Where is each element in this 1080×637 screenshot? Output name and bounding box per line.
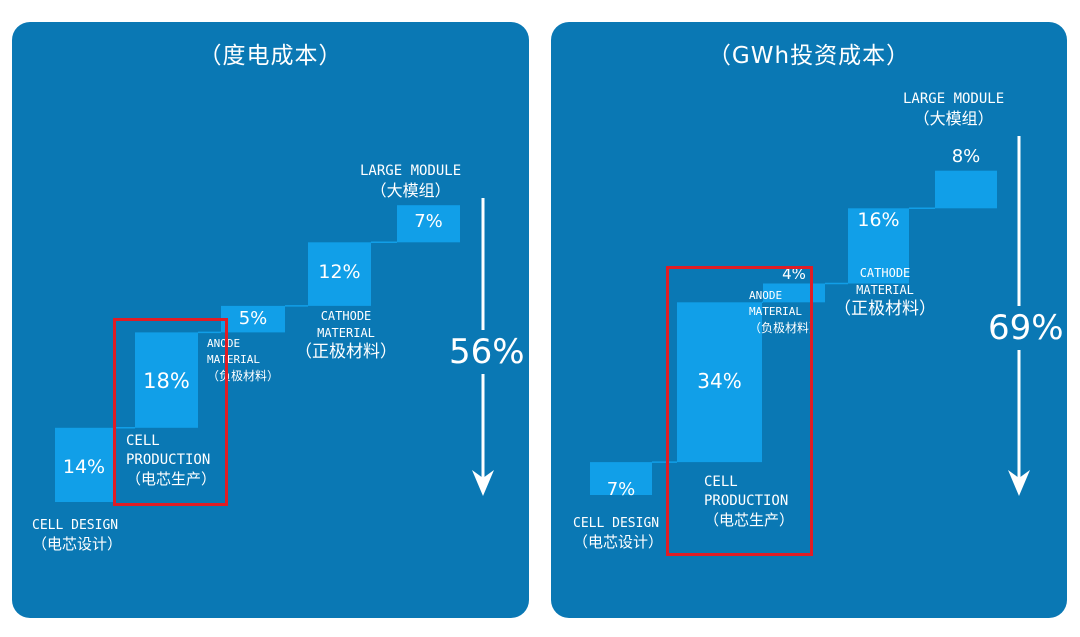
total-percent-label: 56% (445, 330, 529, 374)
data-label: 5% (239, 308, 268, 329)
data-label: 18% (143, 369, 190, 393)
label-line: MATERIAL (207, 353, 260, 366)
data-label: 16% (857, 209, 899, 231)
chart-panel-gwh-investment-cost: （GWh投资成本） 7% 34% 4% 16% 8% CELL DESIGN （电芯设计… (551, 22, 1067, 618)
label-line: CELL DESIGN (573, 516, 660, 531)
arrow-down-icon (1008, 470, 1030, 496)
bar-0 (55, 427, 113, 502)
label-cell-production: CELL PRODUCTION （电芯生产） (126, 432, 216, 489)
label-line: （大模组） (913, 109, 994, 128)
waterfall-chart: 14% 18% 5% 12% 7% (55, 198, 494, 502)
bar-1 (135, 332, 198, 428)
total-percent-label: 69% (984, 306, 1067, 350)
data-label: 12% (318, 261, 360, 283)
chart-title: （度电成本） (198, 43, 343, 69)
data-label: 14% (63, 456, 105, 478)
label-line: PRODUCTION (704, 493, 789, 509)
highlight-box (113, 318, 228, 506)
label-line: PRODUCTION (126, 452, 211, 468)
bar-2 (221, 305, 285, 333)
label-line: CATHODE (320, 309, 372, 323)
label-line: MATERIAL (317, 326, 375, 340)
label-large-module: LARGE MODULE （大模组） (903, 90, 1004, 128)
label-line: LARGE MODULE (903, 91, 1005, 107)
label-line: （负极材料） (749, 321, 822, 335)
label-large-module: LARGE MODULE （大模组） (360, 162, 461, 200)
chart-panel-electricity-cost: （度电成本） 14%18%5%12%7% CELL DESIGN （电芯设计） … (12, 22, 529, 618)
bar-0 (590, 462, 652, 495)
label-line: CELL DESIGN (32, 518, 119, 533)
bar-2 (763, 283, 825, 303)
label-line: LARGE MODULE (360, 163, 462, 179)
label-line: （电芯设计） (32, 535, 123, 553)
label-line: ANODE (749, 289, 783, 302)
bar-4 (397, 205, 460, 243)
label-cell-design: CELL DESIGN （电芯设计） (32, 517, 122, 553)
label-line: MATERIAL (856, 283, 914, 297)
label-cathode-material: CATHODE MATERIAL （正极材料） (295, 308, 397, 362)
data-label: 7% (414, 211, 443, 232)
label-line: CELL (704, 474, 738, 490)
label-line: CELL (126, 433, 160, 449)
chart-title: （GWh投资成本） (707, 43, 911, 69)
label-line: CATHODE (859, 266, 911, 280)
label-line: （电芯生产） (704, 511, 795, 529)
data-label: 8% (952, 146, 981, 167)
bar-3 (308, 242, 371, 306)
label-line: MATERIAL (749, 305, 802, 318)
label-line: ANODE (207, 337, 241, 350)
bar-1 (677, 302, 762, 463)
label-line: （电芯生产） (126, 470, 217, 488)
label-anode-material: ANODE MATERIAL （负极材料） (749, 288, 821, 336)
bar-4 (935, 170, 997, 209)
data-label: 34% (697, 369, 741, 393)
bar-3 (848, 208, 909, 284)
label-cell-design: CELL DESIGN （电芯设计） (573, 515, 663, 551)
label-cell-production: CELL PRODUCTION （电芯生产） (704, 473, 794, 530)
label-line: （正极材料） (295, 342, 397, 362)
label-line: （大模组） (370, 181, 451, 200)
label-line: （电芯设计） (573, 533, 664, 551)
label-cathode-material: CATHODE MATERIAL （正极材料） (834, 265, 936, 319)
label-line: （正极材料） (834, 299, 936, 319)
arrow-down-icon (472, 470, 494, 496)
data-label: 7% (607, 479, 636, 500)
data-label: 4% (782, 265, 806, 283)
highlight-box (666, 266, 813, 556)
